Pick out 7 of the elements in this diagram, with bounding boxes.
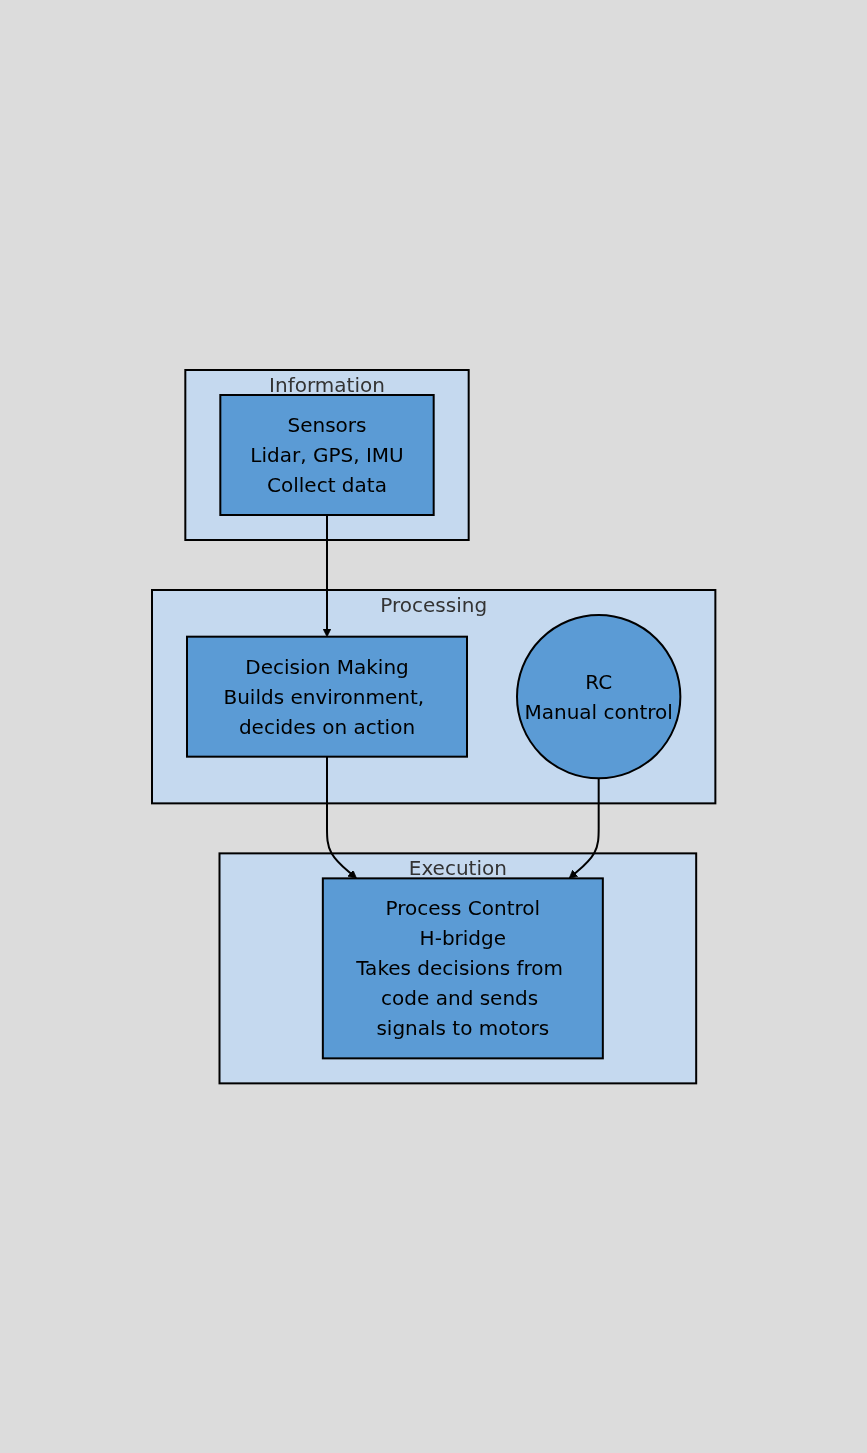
node-circle: RC Manual control — [515, 613, 682, 780]
arrow — [325, 755, 357, 879]
arrow — [568, 777, 600, 879]
node-box: Process Control H-bridge Takes decisions from code and sends signals to motors — [321, 877, 604, 1060]
node-box: Sensors Lidar, GPS, IMU Collect data — [219, 393, 435, 516]
node-box: Decision Making Builds environment, decides on action — [185, 635, 468, 758]
arrow — [322, 513, 332, 637]
